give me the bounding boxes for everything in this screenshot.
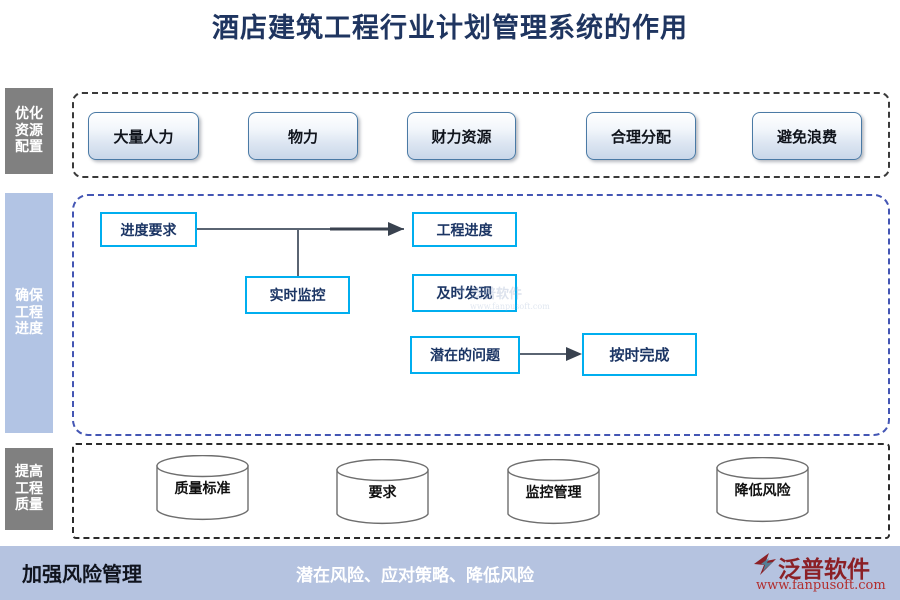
resource-box-material[interactable]: 物力 <box>248 112 358 160</box>
flow-box-project-progress[interactable]: 工程进度 <box>412 212 517 247</box>
section-optimize-resources <box>72 92 890 178</box>
cylinder-label: 监控管理 <box>525 485 582 501</box>
flow-box-on-time-completion[interactable]: 按时完成 <box>582 333 697 376</box>
cylinder-shape-icon <box>156 455 249 521</box>
side-label-line: 工程 <box>15 304 43 321</box>
cylinder-shape-icon <box>716 457 809 523</box>
footer-center-text: 潜在风险、应对策略、降低风险 <box>296 566 534 586</box>
side-label-line: 提高 <box>15 464 43 481</box>
side-label-line: 配置 <box>15 139 43 156</box>
section-ensure-progress <box>72 194 890 436</box>
logo-name: 泛普软件 <box>778 556 870 583</box>
side-label-line: 优化 <box>15 106 43 123</box>
resource-box-allocation[interactable]: 合理分配 <box>586 112 696 160</box>
side-label-improve-quality: 提高 工程 质量 <box>5 448 53 530</box>
cylinder-reduce-risk[interactable]: 降低风险 <box>716 457 809 523</box>
cylinder-shape-icon <box>336 459 429 525</box>
resource-box-manpower[interactable]: 大量人力 <box>88 112 199 160</box>
side-label-optimize-resources: 优化 资源 配置 <box>5 88 53 174</box>
cylinder-label: 降低风险 <box>734 483 791 499</box>
logo-url: www.fanpusoft.com <box>756 578 886 593</box>
resource-box-avoid-waste[interactable]: 避免浪费 <box>752 112 862 160</box>
flow-box-progress-requirement[interactable]: 进度要求 <box>100 212 197 247</box>
side-label-ensure-progress: 确保 工程 进度 <box>5 193 53 433</box>
footer-bar: 加强风险管理 潜在风险、应对策略、降低风险 <box>0 546 900 600</box>
side-label-line: 工程 <box>15 480 43 497</box>
side-label-line: 进度 <box>15 321 43 338</box>
logo-swoosh-icon <box>754 553 776 575</box>
cylinder-quality-standard[interactable]: 质量标准 <box>156 455 249 521</box>
resource-box-financial[interactable]: 财力资源 <box>407 112 516 160</box>
footer-left-text: 加强风险管理 <box>22 562 142 586</box>
flow-box-timely-discovery[interactable]: 及时发现 <box>412 274 517 312</box>
brand-logo[interactable]: 泛普软件 www.fanpusoft.com <box>752 548 892 598</box>
page-title: 酒店建筑工程行业计划管理系统的作用 <box>212 13 688 44</box>
side-label-line: 资源 <box>15 122 43 139</box>
section-improve-quality <box>72 443 890 539</box>
cylinder-label: 质量标准 <box>174 481 231 497</box>
side-label-line: 确保 <box>15 288 43 305</box>
side-label-line: 质量 <box>15 497 43 514</box>
flow-box-realtime-monitoring[interactable]: 实时监控 <box>245 276 350 314</box>
cylinder-label: 要求 <box>368 485 397 501</box>
cylinder-requirement[interactable]: 要求 <box>336 459 429 525</box>
cylinder-shape-icon <box>507 459 600 525</box>
flow-box-potential-problem[interactable]: 潜在的问题 <box>410 336 520 374</box>
cylinder-monitoring-management[interactable]: 监控管理 <box>507 459 600 525</box>
